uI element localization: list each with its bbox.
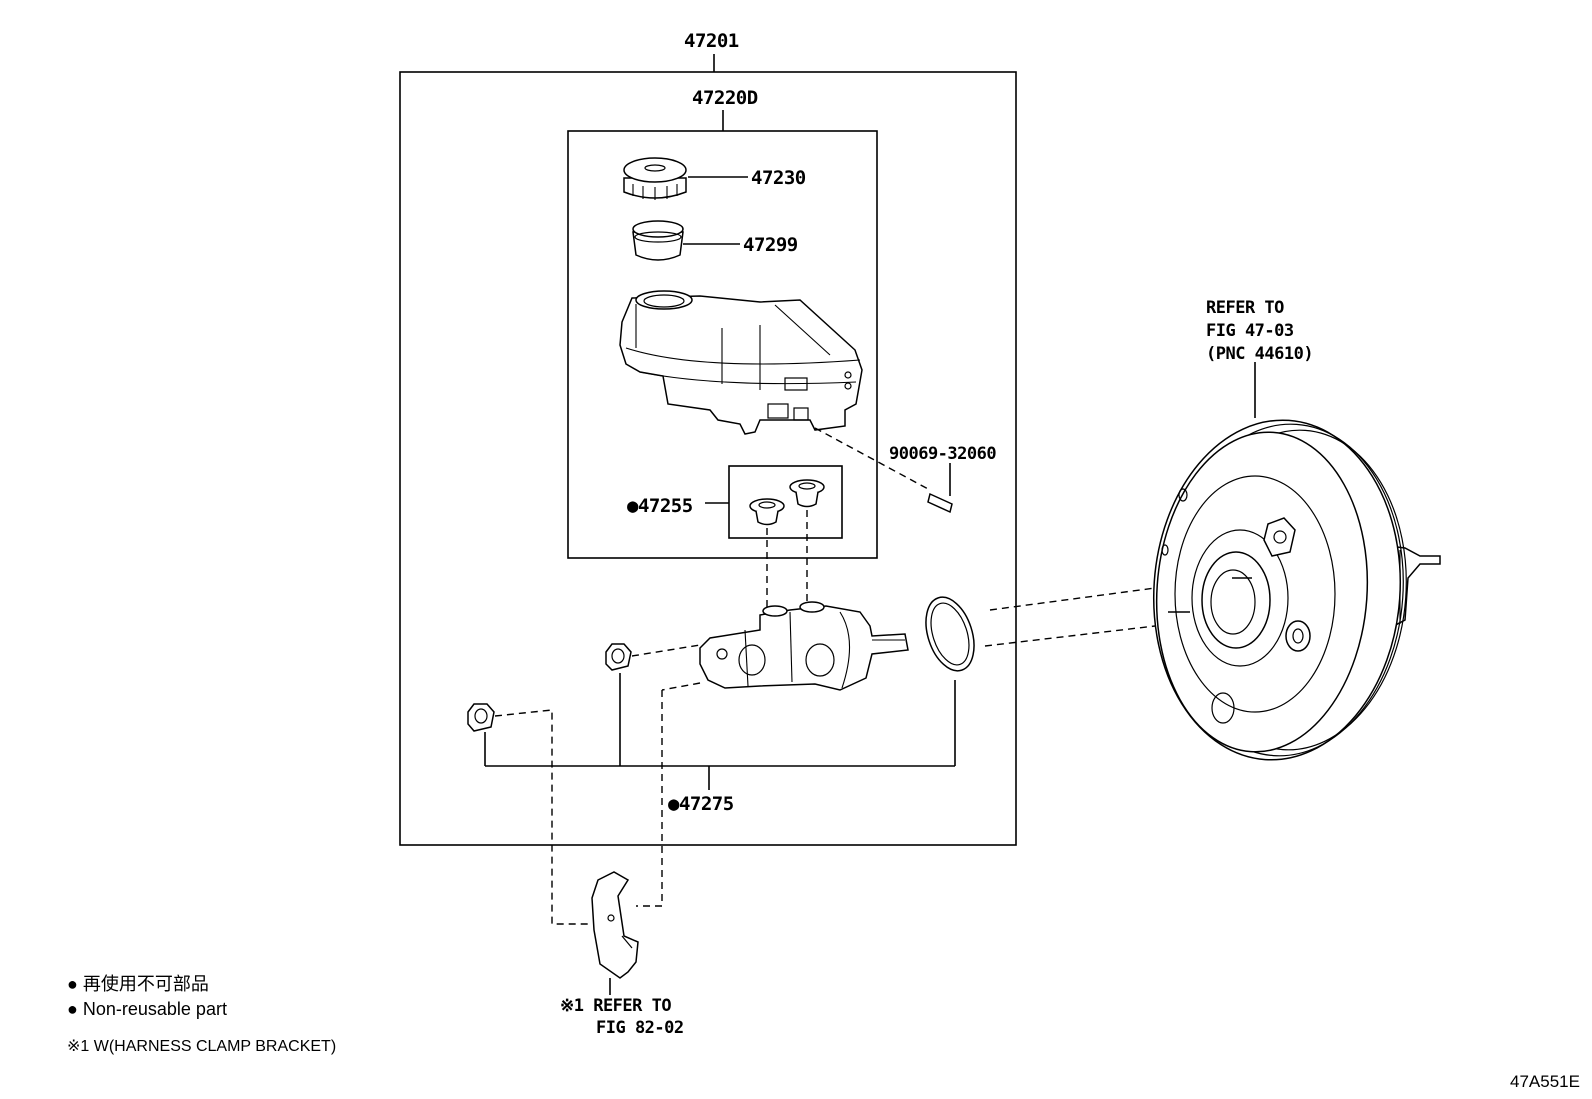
legend-japanese: ● 再使用不可部品: [67, 974, 209, 994]
nut-lower: [467, 703, 590, 925]
nut-upper: [605, 643, 701, 671]
booster-connection-lines: [984, 583, 1186, 647]
bracket-ref-line2: FIG 82-02: [596, 1018, 684, 1038]
label-nut-set: ●47275: [668, 793, 734, 815]
label-cap: 47230: [751, 167, 806, 189]
booster-ref-line2: FIG 47-03: [1206, 321, 1294, 341]
reservoir-pin: [814, 427, 953, 514]
reservoir-tank: [619, 290, 863, 435]
brake-booster: [1152, 362, 1441, 761]
label-strainer: 47299: [743, 234, 798, 256]
booster-stud-lower: [1285, 620, 1311, 652]
leader-47275: [484, 673, 956, 790]
reservoir-strainer: [632, 220, 740, 261]
label-sub-assembly: 47220D: [692, 87, 758, 109]
label-assembly: 47201: [684, 30, 739, 52]
label-pin: 90069-32060: [889, 444, 996, 464]
legend-bracket-note: ※1 W(HARNESS CLAMP BRACKET): [67, 1038, 336, 1055]
harness-clamp-bracket: [591, 682, 701, 995]
assembly-frame-47201: [399, 54, 1017, 846]
figure-code: 47A551E: [1510, 1072, 1580, 1091]
subassembly-frame-47220d: [567, 110, 878, 559]
label-grommet: ●47255: [627, 495, 693, 517]
reservoir-cap: [623, 157, 748, 200]
o-ring: [925, 596, 975, 672]
booster-stud-upper: [1263, 517, 1296, 557]
master-cylinder: [699, 601, 909, 691]
bracket-ref-line1: ※1 REFER TO: [560, 996, 671, 1016]
booster-ref-line3: (PNC 44610): [1206, 344, 1313, 364]
booster-ref-line1: REFER TO: [1206, 298, 1284, 318]
grommet-box: [728, 465, 843, 539]
legend-non-reusable: ● Non-reusable part: [67, 999, 227, 1019]
reservoir-grommets: [705, 479, 825, 610]
